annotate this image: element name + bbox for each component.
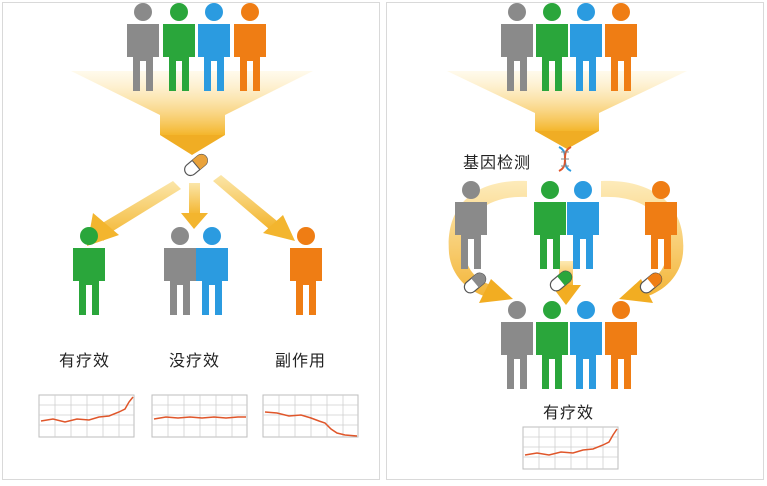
person-icon: [501, 301, 533, 389]
arrow-right-tip: [263, 215, 295, 241]
person-icon: [536, 301, 568, 389]
pill-icon: [463, 272, 487, 294]
pill-icon: [549, 270, 573, 292]
gene-testing-diagram: [447, 3, 687, 470]
person-icon: [196, 227, 228, 315]
trend-chart-icon: [38, 394, 135, 438]
person-icon: [605, 301, 637, 389]
curved-arrow-left-tip: [479, 279, 513, 303]
trend-chart-icon: [522, 426, 619, 470]
funnel-arrow: [71, 71, 313, 135]
pill-icon: [181, 151, 211, 179]
curved-arrow-right-tip: [619, 279, 653, 303]
person-icon: [290, 227, 322, 315]
person-icon: [534, 181, 566, 269]
pill-icon: [639, 272, 663, 294]
trend-chart-icon: [151, 394, 248, 438]
panel-gene-testing: 基因检测 有疗效: [386, 2, 764, 480]
trend-chart-icon: [262, 394, 359, 438]
panel-conventional: 有疗效 没疗效 副作用: [2, 2, 380, 480]
gene-test-label: 基因检测: [463, 153, 532, 172]
outcome-effective-label: 有疗效: [59, 351, 111, 370]
dna-icon: [558, 146, 572, 172]
conventional-diagram: [38, 3, 359, 438]
funnel-arrow: [447, 71, 687, 131]
outcome-none-label: 没疗效: [169, 351, 221, 370]
outcome-side-effect-label: 副作用: [275, 351, 327, 370]
curved-arrow-left: [448, 180, 527, 297]
person-icon: [164, 227, 196, 315]
funnel-arrow-tip: [535, 131, 599, 149]
arrow-center: [189, 183, 200, 215]
outcome-effective-label: 有疗效: [543, 403, 595, 422]
person-icon: [567, 181, 599, 269]
funnel-arrow-tip: [160, 135, 225, 155]
person-icon: [570, 301, 602, 389]
arrow-left: [99, 181, 181, 241]
arrow-center-tip: [181, 213, 208, 229]
arrow-right: [213, 175, 277, 229]
